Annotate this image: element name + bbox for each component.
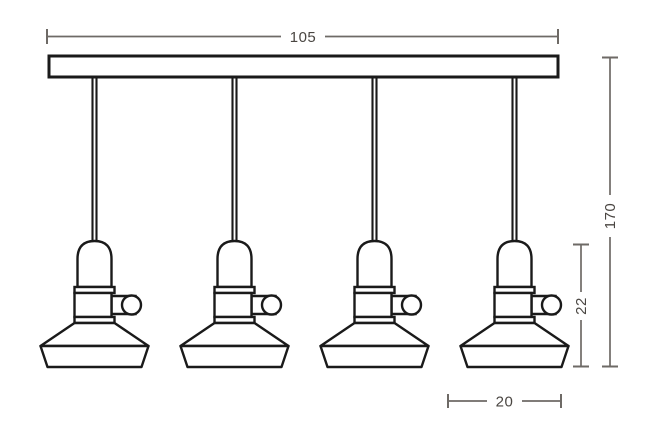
pendant-lamp-4: [459, 239, 570, 369]
suspension-cable-2: [231, 77, 238, 252]
dimension-height-170: 170: [602, 56, 619, 368]
suspension-cable-3: [371, 77, 378, 252]
suspension-cable-4: [511, 77, 518, 252]
suspension-cable-1: [91, 77, 98, 252]
dimension-width-105: 105: [46, 29, 559, 46]
dimension-label-height: 170: [602, 203, 619, 230]
pendant-lamp-2: [179, 239, 290, 369]
dimension-label-shade-width: 20: [496, 394, 514, 411]
canopy-bar-outline: [47, 54, 560, 79]
suspension-cables: [91, 77, 518, 252]
dimension-label-shade-height: 22: [573, 297, 590, 315]
canopy-bar: [47, 54, 560, 79]
pendant-lamp-3: [319, 239, 430, 369]
pendant-lamp-1: [39, 239, 150, 369]
dimension-shade-width-20: 20: [447, 394, 562, 411]
dimension-shade-height-22: 22: [573, 243, 590, 368]
dimension-label-width: 105: [290, 29, 317, 46]
